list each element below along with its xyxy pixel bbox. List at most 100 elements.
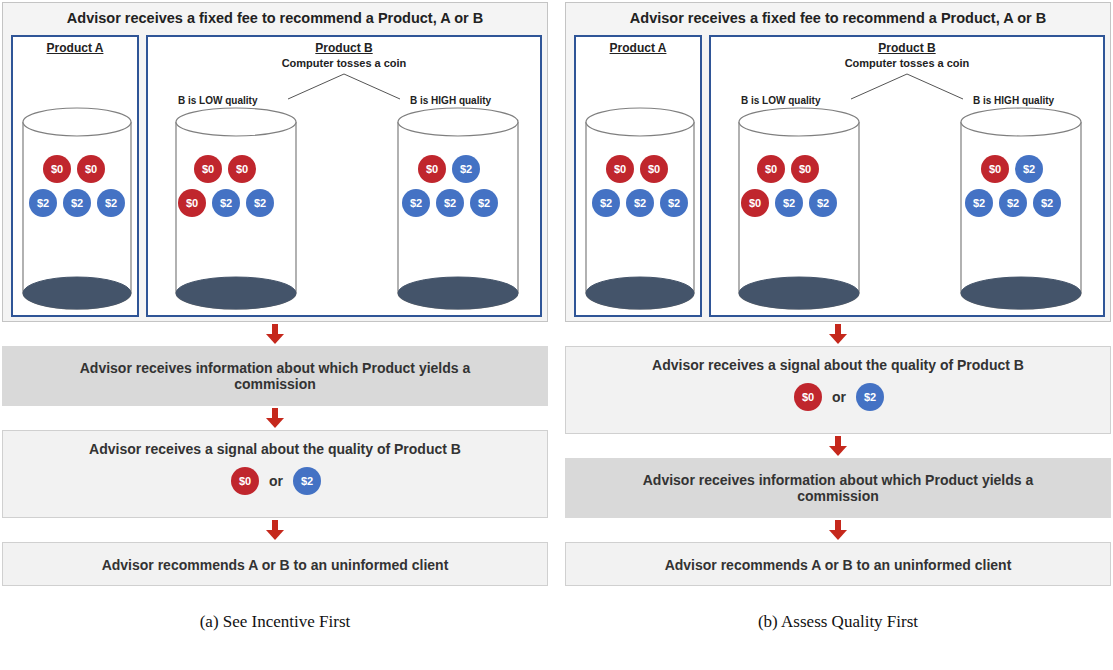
coin-value: $0 (236, 163, 248, 175)
arrow-shaft (835, 324, 841, 335)
arrow-head (829, 446, 847, 456)
arrow-head (829, 334, 847, 344)
coin-ball: $2 (97, 189, 125, 217)
flow-arrow (266, 520, 284, 540)
coin-ball: $2 (1033, 189, 1061, 217)
arrow-head (266, 530, 284, 540)
flow-arrow (829, 324, 847, 344)
coin-ball: $2 (592, 189, 620, 217)
coin-value: $2 (973, 197, 985, 209)
panel-caption: (a) See Incentive First (2, 612, 548, 632)
coin-ball: $2 (293, 467, 321, 495)
flow-arrow (829, 436, 847, 456)
urn-rim (398, 108, 518, 136)
urn-body (176, 122, 296, 309)
coin-ball: $0 (606, 155, 634, 183)
coin-value: $2 (478, 197, 490, 209)
product-box: Product BComputer tosses a coinB is LOW … (709, 35, 1105, 317)
coin-ball: $0 (741, 189, 769, 217)
box-text: Advisor receives a fixed fee to recommen… (3, 10, 547, 26)
coin-value: $0 (426, 163, 438, 175)
arrow-shaft (835, 520, 841, 531)
coin-value: $2 (600, 197, 612, 209)
coin-ball: $0 (418, 155, 446, 183)
coin-ball: $2 (1015, 155, 1043, 183)
branch-line (907, 74, 963, 99)
box-text: Product B (148, 41, 540, 55)
coin-ball: $0 (981, 155, 1009, 183)
arrow-head (266, 418, 284, 428)
coin-value: $2 (634, 197, 646, 209)
coin-value: $2 (817, 197, 829, 209)
coin-ball: $2 (246, 189, 274, 217)
coin-value: $2 (37, 197, 49, 209)
arrow-shaft (272, 520, 278, 531)
box-text: Product A (576, 41, 700, 55)
coin-value: $0 (765, 163, 777, 175)
flow-arrow (266, 324, 284, 344)
info-band: Advisor receives information about which… (565, 458, 1111, 518)
arrow-head (829, 530, 847, 540)
stage-panel: Advisor receives a fixed fee to recommen… (2, 2, 548, 322)
box-subtext: B is LOW quality (178, 95, 257, 106)
coin-value: $0 (202, 163, 214, 175)
coin-ball: $0 (231, 467, 259, 495)
box-text: Advisor receives a signal about the qual… (566, 357, 1110, 373)
coin-ball: $2 (436, 189, 464, 217)
coin-value: $2 (783, 197, 795, 209)
urn-rim (961, 108, 1081, 136)
coin-value: $2 (71, 197, 83, 209)
box-subtext: Computer tosses a coin (148, 57, 540, 69)
coin-ball: $2 (809, 189, 837, 217)
coin-ball: $2 (452, 155, 480, 183)
urn-body (23, 122, 131, 309)
panel-caption: (b) Assess Quality First (565, 612, 1111, 632)
coin-ball: $0 (77, 155, 105, 183)
coin-value: $0 (85, 163, 97, 175)
coin-value: $2 (668, 197, 680, 209)
box-subtext: or (269, 473, 283, 489)
coin-value: $0 (989, 163, 1001, 175)
coin-ball: $0 (43, 155, 71, 183)
signal-box: Advisor receives a signal about the qual… (2, 430, 548, 518)
product-box: Product B Computer tosses a coin B is LOW … (146, 35, 542, 317)
urn-body (961, 122, 1081, 309)
urn-rim (586, 108, 694, 136)
box-subtext: Computer tosses a coin (711, 57, 1103, 69)
coin-value: $2 (460, 163, 472, 175)
urn-base (23, 277, 131, 309)
product-box: Product A$0$0$2$2$2 (574, 35, 702, 317)
arrow-shaft (835, 436, 841, 447)
urn-rim (739, 108, 859, 136)
coin-value: $0 (51, 163, 63, 175)
coin-value: $0 (802, 391, 814, 403)
coin-value: $2 (301, 475, 313, 487)
box-text: Advisor receives a signal about the qual… (3, 441, 547, 457)
coin-value: $0 (614, 163, 626, 175)
box-subtext: B is HIGH quality (410, 95, 491, 106)
box-text: Advisor receives information about which… (2, 360, 548, 392)
coin-value: $0 (239, 475, 251, 487)
coin-ball: $0 (178, 189, 206, 217)
coin-value: $2 (864, 391, 876, 403)
urn-rim (23, 108, 131, 136)
coin-ball: $2 (626, 189, 654, 217)
coin-ball: $2 (402, 189, 430, 217)
urn-base (586, 277, 694, 309)
product-box: Product A$0$0$2$2$2 (11, 35, 139, 317)
coin-ball: $2 (29, 189, 57, 217)
urn-base (961, 277, 1081, 309)
box-subtext: or (832, 389, 846, 405)
branch-line (851, 74, 907, 99)
stage-panel: Advisor receives a fixed fee to recommen… (565, 2, 1111, 322)
coin-value: $2 (1023, 163, 1035, 175)
coin-value: $2 (1041, 197, 1053, 209)
coin-ball: $0 (757, 155, 785, 183)
urn-body (739, 122, 859, 309)
urn-rim (176, 108, 296, 136)
coin-ball: $0 (791, 155, 819, 183)
coin-ball: $2 (965, 189, 993, 217)
urn-body (586, 122, 694, 309)
coin-value: $2 (220, 197, 232, 209)
